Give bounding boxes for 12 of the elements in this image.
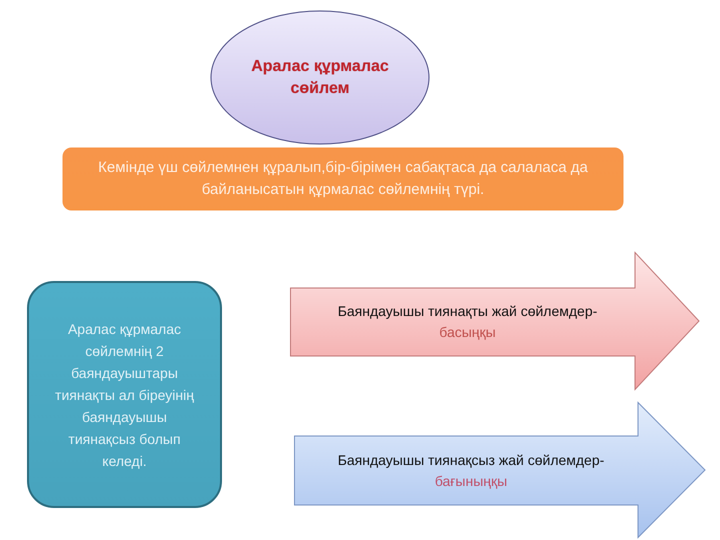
note-text: Аралас құрмалас сөйлемнің 2 баяндауыштары тиянақты ал біреуінің баяндауышы тиянақсыз болып келеді. bbox=[54, 320, 195, 471]
arrow-subtext: бағыныңқы bbox=[434, 472, 508, 491]
title-ellipse bbox=[210, 10, 430, 145]
note-card bbox=[27, 281, 222, 508]
block-arrow bbox=[294, 402, 706, 538]
title-text: Аралас құрмалас сөйлем bbox=[250, 56, 390, 98]
definition-banner bbox=[62, 147, 624, 211]
arrow-subtext: басыңқы bbox=[439, 323, 496, 342]
definition-text: Кемінде үш сөйлемнен құралып,бір-бірімен сабақтаса да салаласа да байланысатын құрмалас сөйлемнің түрі. bbox=[97, 158, 589, 200]
arrow-text: Баяндауышы тиянақсыз жай сөйлемдер- bbox=[338, 450, 604, 470]
block-arrow bbox=[290, 252, 700, 390]
arrow-text: Баяндауышы тиянақты жай сөйлемдер- bbox=[338, 302, 598, 321]
